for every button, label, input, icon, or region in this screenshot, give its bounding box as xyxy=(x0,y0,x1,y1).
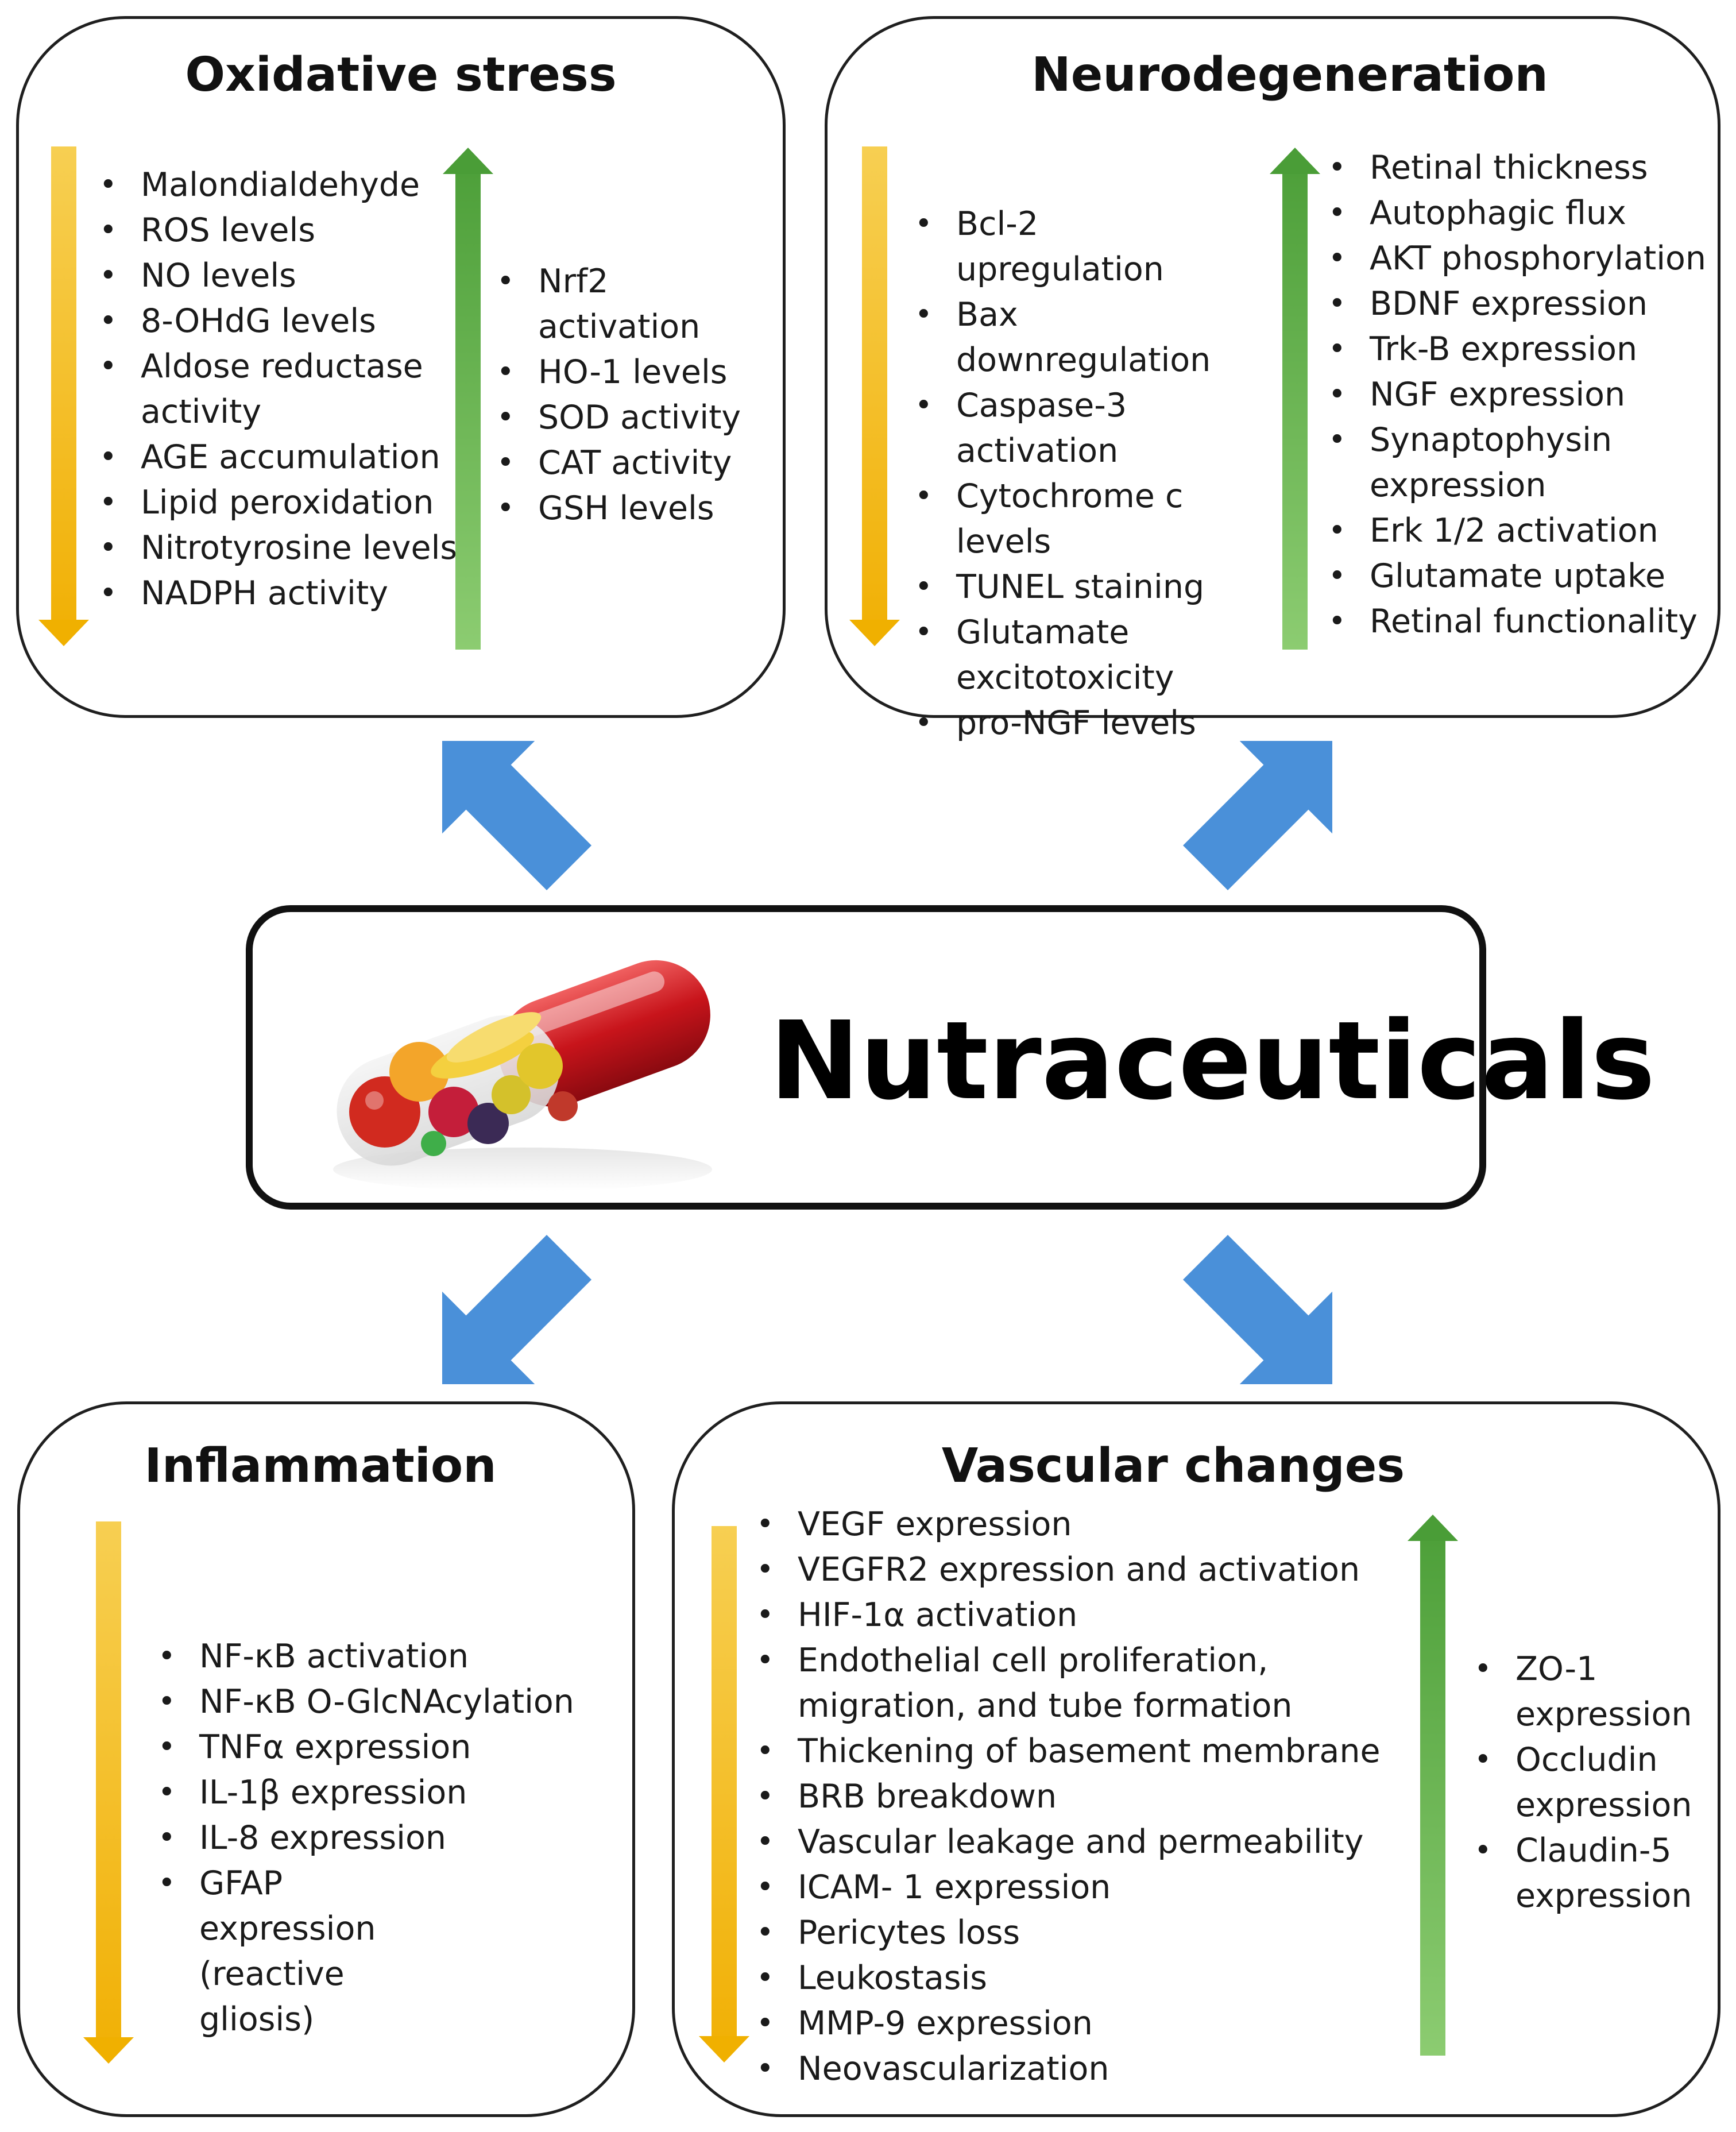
oxidative-stress-title: Oxidative stress xyxy=(185,48,617,102)
list-item: Aldose reductase activity xyxy=(99,344,467,435)
list-item: BRB breakdown xyxy=(756,1774,1411,1820)
list-item: NADPH activity xyxy=(99,571,467,616)
increase-arrow xyxy=(1270,148,1320,650)
list-item: Erk 1/2 activation xyxy=(1328,508,1719,554)
list-item: NF-κB O-GlcNAcylation xyxy=(158,1679,617,1725)
list-item: Neovascularization xyxy=(756,2046,1411,2092)
list-item: Malondialdehyde xyxy=(99,163,467,208)
list-item: GSH levels xyxy=(497,486,772,531)
nutraceuticals-box: Nutraceuticals xyxy=(246,905,1655,1210)
list-item: HO-1 levels xyxy=(497,350,772,395)
list-item: Leukostasis xyxy=(756,1956,1411,2001)
list-item: IL-8 expression xyxy=(158,1816,617,1861)
list-item: ROS levels xyxy=(99,208,467,253)
list-item: Trk-B expression xyxy=(1328,327,1719,372)
list-item: pro-NGF levels xyxy=(915,701,1254,746)
list-item: Nitrotyrosine levels xyxy=(99,526,467,571)
list-item: AKT phosphorylation xyxy=(1328,236,1719,281)
inflammation-decreased-list: NF-κB activation NF-κB O-GlcNAcylation T… xyxy=(158,1634,617,2042)
list-item: ZO-1 expression xyxy=(1474,1647,1704,1737)
oxidative-stress-panel: Oxidative stress Malondialdehyde ROS lev… xyxy=(16,16,786,718)
nutraceuticals-title: Nutraceuticals xyxy=(770,998,1656,1124)
list-item: Retinal functionality xyxy=(1328,599,1719,644)
list-item: Retinal thickness xyxy=(1328,145,1719,191)
list-item: TNFα expression xyxy=(158,1725,617,1770)
oxidative-increased-list: Nrf2 activation HO-1 levels SOD activity… xyxy=(497,259,772,531)
vascular-increased-list: ZO-1 expression Occludin expression Clau… xyxy=(1474,1647,1704,1919)
list-item: CAT activity xyxy=(497,441,772,486)
list-item: NO levels xyxy=(99,253,467,299)
neurodegeneration-panel: Neurodegeneration Bcl-2 upregulation Bax… xyxy=(825,16,1720,746)
list-item: Nrf2 activation xyxy=(497,259,772,350)
list-item: Pericytes loss xyxy=(756,1910,1411,1956)
list-item: Glutamate uptake xyxy=(1328,554,1719,599)
connector-arrow-up-right xyxy=(1183,741,1332,890)
list-item: Claudin-5 expression xyxy=(1474,1828,1704,1919)
list-item: Endothelial cell proliferation, migratio… xyxy=(756,1638,1383,1729)
decrease-arrow xyxy=(38,146,89,646)
list-item: Occludin expression xyxy=(1474,1737,1704,1828)
list-item: TUNEL staining xyxy=(915,565,1254,610)
list-item: BDNF expression xyxy=(1328,281,1719,327)
list-item: Synaptophysin expression xyxy=(1328,418,1719,508)
decrease-arrow xyxy=(849,146,900,646)
neuro-increased-list: Retinal thickness Autophagic flux AKT ph… xyxy=(1328,145,1719,644)
list-item: Autophagic flux xyxy=(1328,191,1719,236)
list-item: MMP-9 expression xyxy=(756,2001,1411,2046)
list-item: Bax downregulation xyxy=(915,292,1254,383)
list-item: NGF expression xyxy=(1328,372,1719,418)
increase-arrow xyxy=(1408,1515,1458,2056)
inflammation-title: Inflammation xyxy=(144,1439,497,1493)
inflammation-panel: Inflammation NF-κB activation NF-κB O-Gl… xyxy=(17,1401,635,2117)
connector-arrow-up-left xyxy=(442,741,591,890)
list-item: Bcl-2 upregulation xyxy=(915,202,1254,292)
connector-arrow-down-left xyxy=(442,1235,591,1384)
list-item: NF-κB activation xyxy=(158,1634,617,1679)
list-item: Thickening of basement membrane xyxy=(756,1729,1411,1774)
vascular-decreased-list: VEGF expression VEGFR2 expression and ac… xyxy=(756,1502,1411,2092)
decrease-arrow xyxy=(699,1526,749,2063)
list-item: VEGFR2 expression and activation xyxy=(756,1547,1411,1593)
decrease-arrow xyxy=(83,1521,134,2064)
list-item: VEGF expression xyxy=(756,1502,1411,1547)
list-item: 8-OHdG levels xyxy=(99,299,467,344)
list-item: Glutamate excitotoxicity xyxy=(915,610,1254,701)
vascular-changes-panel: Vascular changes VEGF expression VEGFR2 … xyxy=(672,1401,1720,2117)
increase-arrow xyxy=(443,148,493,650)
list-item: ICAM- 1 expression xyxy=(756,1865,1411,1910)
list-item: GFAP expression (reactive gliosis) xyxy=(158,1861,458,2042)
list-item: SOD activity xyxy=(497,395,772,441)
list-item: HIF-1α activation xyxy=(756,1593,1411,1638)
list-item: Cytochrome c levels xyxy=(915,474,1254,565)
list-item: IL-1β expression xyxy=(158,1770,617,1816)
capsule-with-fruits-icon xyxy=(333,960,712,1191)
list-item: Lipid peroxidation xyxy=(99,480,467,526)
vascular-changes-title: Vascular changes xyxy=(941,1439,1405,1493)
list-item: Caspase-3 activation xyxy=(915,383,1254,474)
connector-arrow-down-right xyxy=(1183,1235,1332,1384)
neuro-decreased-list: Bcl-2 upregulation Bax downregulation Ca… xyxy=(915,202,1254,746)
neurodegeneration-title: Neurodegeneration xyxy=(1031,48,1548,102)
list-item: AGE accumulation xyxy=(99,435,467,480)
oxidative-decreased-list: Malondialdehyde ROS levels NO levels 8-O… xyxy=(99,163,467,616)
list-item: Vascular leakage and permeability xyxy=(756,1820,1411,1865)
